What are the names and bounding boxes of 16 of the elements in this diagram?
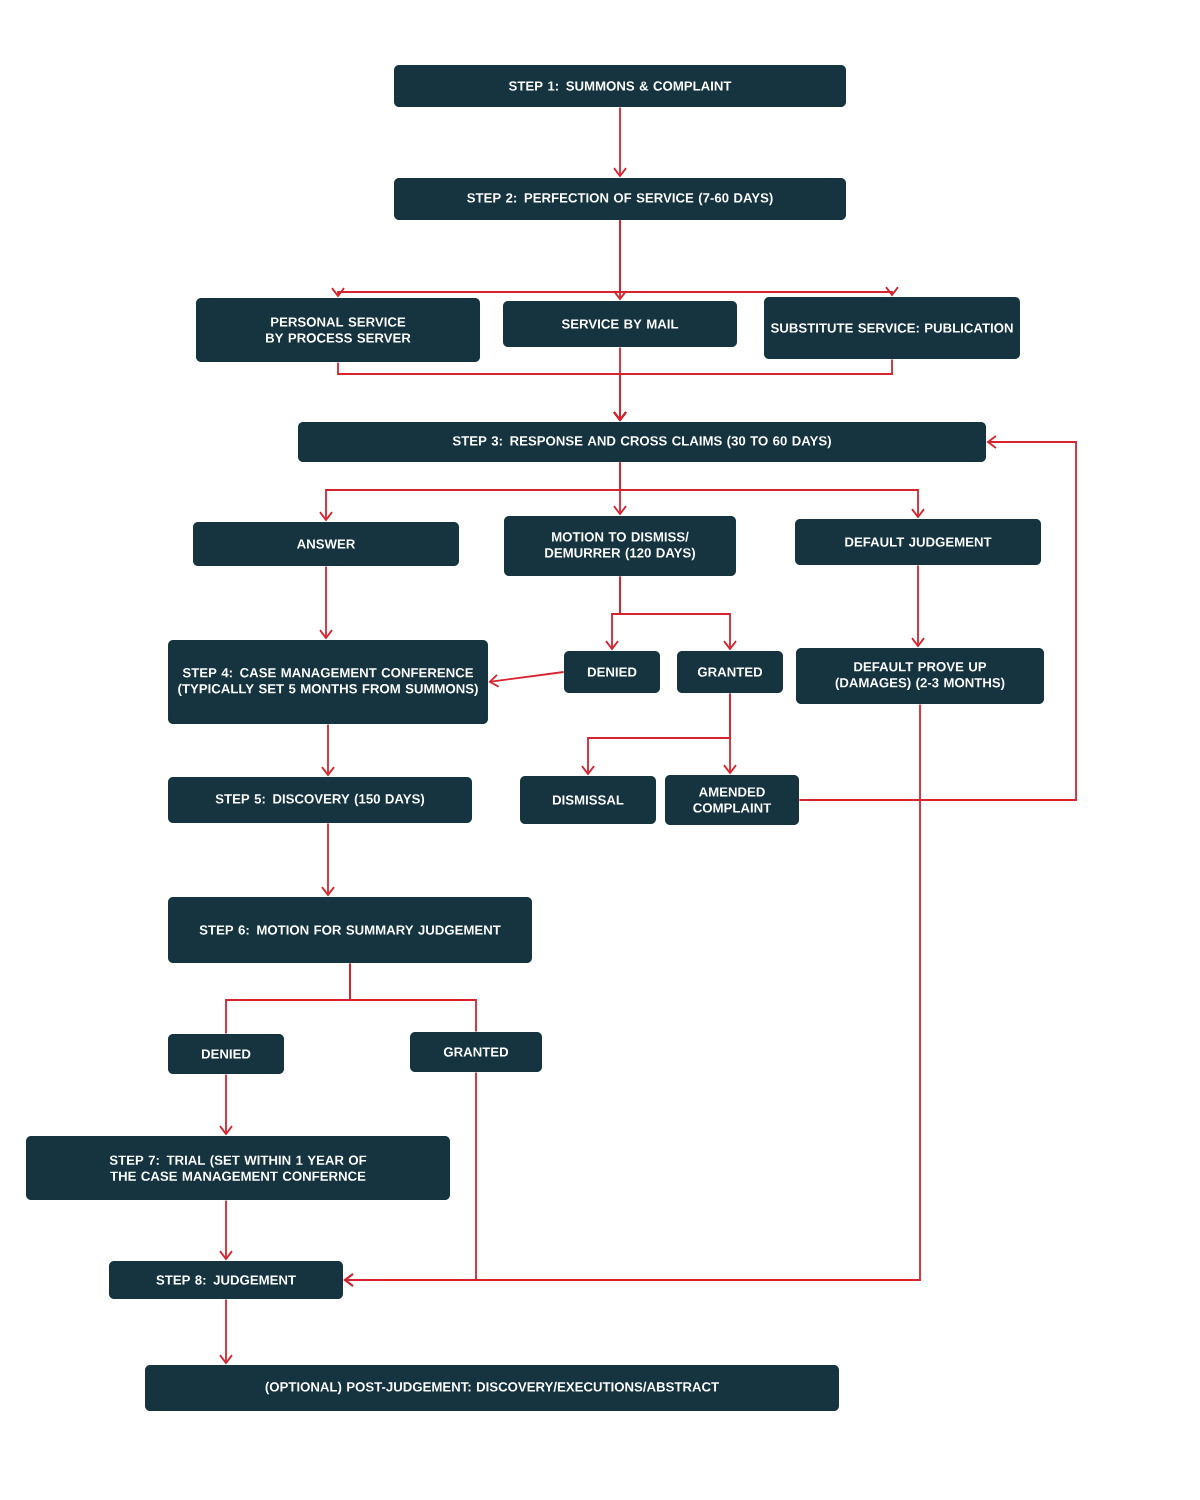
arrow bbox=[619, 219, 899, 297]
arrow bbox=[613, 358, 893, 422]
arrow bbox=[321, 723, 335, 777]
arrow bbox=[619, 575, 737, 651]
arrow bbox=[911, 564, 925, 648]
arrow bbox=[619, 461, 925, 519]
arrow bbox=[321, 822, 335, 897]
arrow bbox=[319, 565, 333, 640]
arrow bbox=[219, 1298, 233, 1365]
arrow bbox=[798, 435, 1077, 801]
arrow bbox=[219, 1073, 233, 1136]
arrow bbox=[343, 1071, 477, 1287]
arrow bbox=[219, 1199, 233, 1261]
arrow bbox=[723, 692, 737, 775]
arrow bbox=[488, 671, 565, 688]
arrow bbox=[613, 106, 627, 178]
